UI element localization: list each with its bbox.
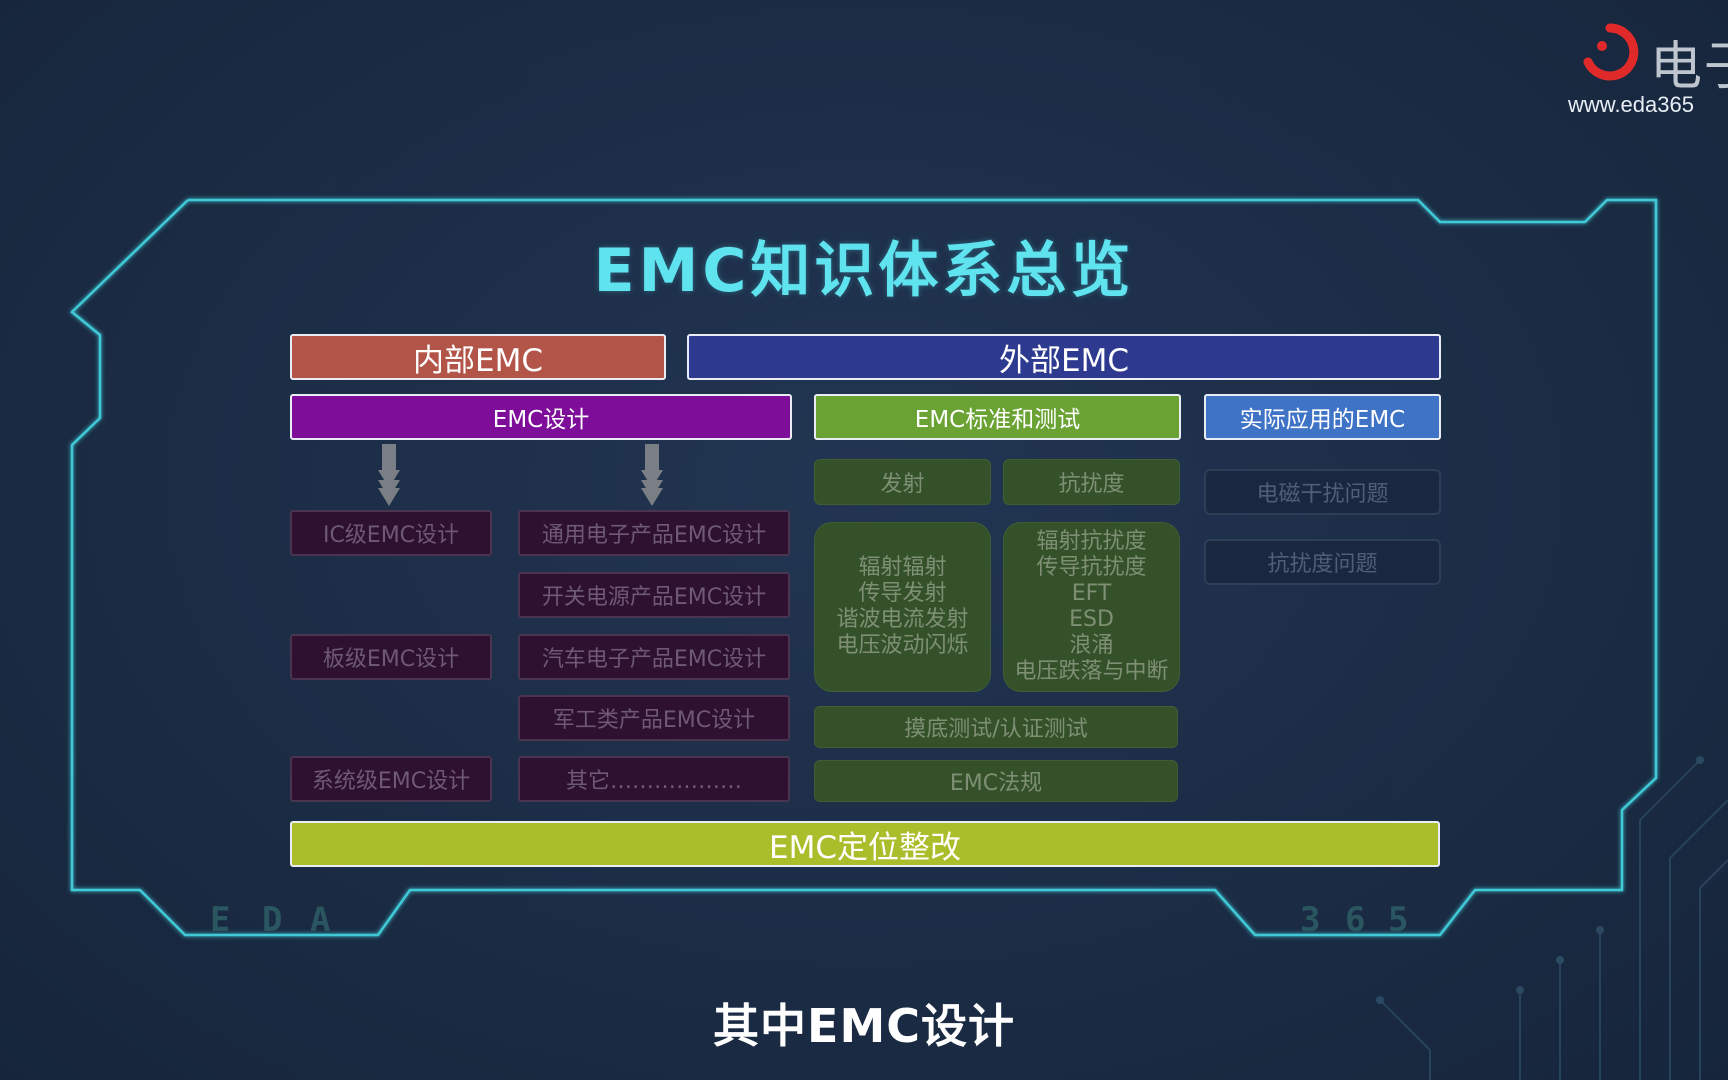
immunity-item: EFT — [1071, 581, 1112, 606]
emission-item: 谐波电流发射 — [836, 607, 969, 632]
standards-testing: 摸底测试/认证测试 — [814, 706, 1178, 748]
emc-design-header: EMC设计 — [290, 394, 792, 440]
page-title: EMC知识体系总览 — [593, 236, 1135, 306]
frame-letter-d: D — [262, 900, 283, 940]
emc-troubleshooting-bar: EMC定位整改 — [290, 821, 1440, 867]
chevron-down-icon — [641, 444, 663, 506]
design-product-military: 军工类产品EMC设计 — [518, 695, 790, 741]
emission-item: 电压波动闪烁 — [836, 633, 969, 658]
logo-url: www.eda365 — [1568, 92, 1694, 117]
logo-brand-text: 电子 — [1650, 37, 1728, 97]
emission-item: 辐射辐射 — [858, 555, 947, 580]
emission-item: 传导发射 — [858, 581, 947, 606]
external-emc-header: 外部EMC — [687, 334, 1441, 380]
emc-standards-header: EMC标准和测试 — [814, 394, 1181, 440]
design-level-board: 板级EMC设计 — [290, 634, 492, 680]
frame-digit-3: 3 — [1300, 900, 1321, 940]
immunity-item: ESD — [1069, 607, 1114, 632]
standards-regulations: EMC法规 — [814, 760, 1178, 802]
immunity-item: 辐射抗扰度 — [1036, 529, 1147, 554]
design-level-ic: IC级EMC设计 — [290, 510, 492, 556]
emission-items-list: 辐射辐射 传导发射 谐波电流发射 电压波动闪烁 — [814, 522, 991, 692]
frame-letter-a: A — [310, 900, 331, 940]
immunity-item: 传导抗扰度 — [1036, 555, 1147, 580]
frame-digit-6: 6 — [1345, 900, 1366, 940]
application-emi-issue: 电磁干扰问题 — [1204, 469, 1441, 515]
chevron-down-icon — [378, 444, 400, 506]
standards-immunity: 抗扰度 — [1003, 459, 1180, 505]
video-subtitle: 其中EMC设计 — [713, 999, 1015, 1053]
application-immunity-issue: 抗扰度问题 — [1204, 539, 1441, 585]
immunity-item: 电压跌落与中断 — [1014, 659, 1169, 684]
internal-emc-header: 内部EMC — [290, 334, 666, 380]
eda365-logo: 电子 www.eda365 — [1558, 22, 1728, 132]
emc-application-header: 实际应用的EMC — [1204, 394, 1441, 440]
frame-digit-5: 5 — [1388, 900, 1409, 940]
design-product-general: 通用电子产品EMC设计 — [518, 510, 790, 556]
design-product-power: 开关电源产品EMC设计 — [518, 572, 790, 618]
design-product-auto: 汽车电子产品EMC设计 — [518, 634, 790, 680]
design-level-system: 系统级EMC设计 — [290, 756, 492, 802]
design-product-other: 其它……………… — [518, 756, 790, 802]
immunity-items-list: 辐射抗扰度 传导抗扰度 EFT ESD 浪涌 电压跌落与中断 — [1003, 522, 1180, 692]
immunity-item: 浪涌 — [1069, 633, 1114, 658]
frame-letter-e: E — [210, 900, 231, 940]
standards-emission: 发射 — [814, 459, 991, 505]
eda365-logo-icon — [1583, 23, 1639, 81]
